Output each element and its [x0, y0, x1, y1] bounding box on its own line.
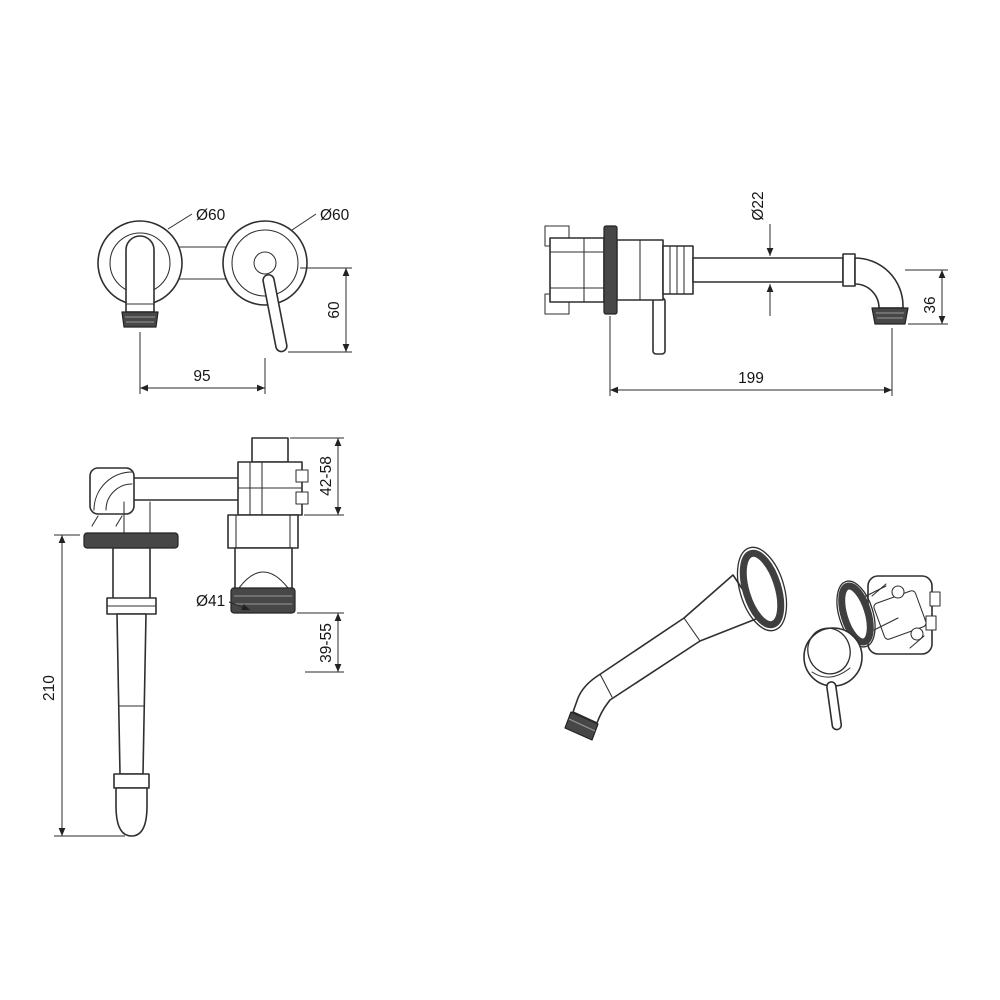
dim-label-lower-recess-range: 39-55 [318, 623, 335, 663]
handle-wall-plate [222, 220, 308, 306]
inwall-valve-section [237, 437, 309, 516]
handle-lever-3d [826, 681, 843, 731]
front-view: Ø60 Ø60 60 95 [97, 207, 352, 394]
dim-label-trim-diameter: Ø41 [196, 593, 225, 610]
handle-trim-ring [230, 587, 296, 614]
section-view: 42-58 Ø41 39-55 210 [41, 437, 344, 837]
dim-label-overall-height: 210 [41, 675, 58, 701]
dim-overall-height: 210 [41, 534, 125, 837]
dim-label-centres-distance: 95 [193, 368, 210, 385]
dim-handle-drop: 60 [288, 267, 352, 353]
dim-label-upper-recess-range: 42-58 [318, 456, 335, 496]
handle-trim-stack [227, 514, 299, 591]
inwall-pipe [123, 477, 239, 534]
dim-label-left-plate-diameter: Ø60 [196, 207, 226, 224]
spout-wall-plate [97, 220, 183, 313]
inwall-valve-body [544, 225, 605, 315]
spout-aerator [121, 311, 159, 328]
spout-aerator-3d [564, 711, 599, 741]
spout-tube-side [692, 253, 904, 309]
spout-drop-assembly [106, 547, 157, 837]
perspective-view [564, 546, 941, 741]
handle-knob-3d [803, 627, 863, 687]
dim-upper-recess-range: 42-58 [290, 437, 344, 516]
handle-flange-3d [836, 580, 876, 648]
dim-label-aerator-drop: 36 [922, 296, 939, 313]
handle-lever [262, 273, 288, 353]
inwall-elbow [89, 467, 135, 527]
spout-3d [572, 574, 762, 724]
spout-flange-3d [736, 546, 788, 632]
handle-stem-side [652, 297, 666, 355]
dim-spout-tube-diameter: Ø22 [750, 191, 774, 316]
dim-left-plate-diameter: Ø60 [167, 207, 226, 230]
inwall-bracket-3d [867, 575, 941, 655]
dim-label-right-plate-diameter: Ø60 [320, 207, 350, 224]
dim-lower-recess-range: 39-55 [297, 612, 344, 673]
dim-trim-diameter: Ø41 [196, 593, 251, 611]
wall-escutcheon-side [603, 225, 618, 315]
dim-right-plate-diameter: Ø60 [291, 207, 350, 231]
spout-escutcheon-bar [83, 532, 179, 549]
valve-outer-body [616, 239, 694, 301]
dim-label-handle-drop: 60 [326, 301, 343, 319]
dim-spout-projection: 199 [609, 316, 893, 396]
dim-label-spout-tube-diameter: Ø22 [750, 191, 767, 220]
dim-aerator-drop: 36 [905, 269, 948, 325]
spout-aerator-side [871, 307, 909, 325]
dim-label-spout-projection: 199 [738, 370, 764, 387]
dim-centres-distance: 95 [139, 332, 266, 394]
side-view: Ø22 36 199 [544, 191, 948, 396]
